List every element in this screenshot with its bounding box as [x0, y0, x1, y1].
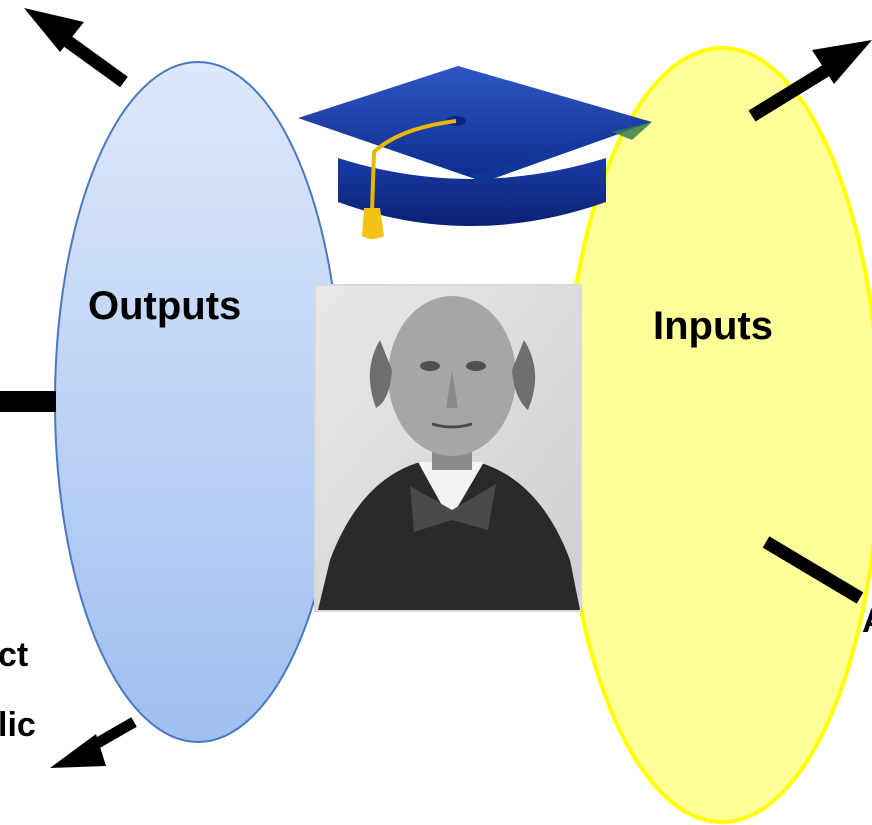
- portrait-photo: [316, 286, 580, 610]
- cropped-text-line-1: ct: [0, 636, 29, 674]
- outputs-label: Outputs: [88, 284, 242, 328]
- arrow-bottom-right: [762, 536, 864, 604]
- outputs-oval: [54, 61, 342, 743]
- arrow-bottom-left: [50, 717, 137, 768]
- inputs-oval: [562, 46, 872, 824]
- cropped-text-line-2: lic: [0, 706, 36, 744]
- graduation-cap-icon: [298, 66, 652, 239]
- bar-left: [0, 391, 56, 412]
- inputs-label: Inputs: [653, 304, 773, 348]
- arrow-top-right: [748, 40, 872, 122]
- arrow-top-left: [24, 8, 128, 88]
- portrait-frame: [314, 284, 582, 612]
- cropped-text-right: A: [862, 602, 872, 641]
